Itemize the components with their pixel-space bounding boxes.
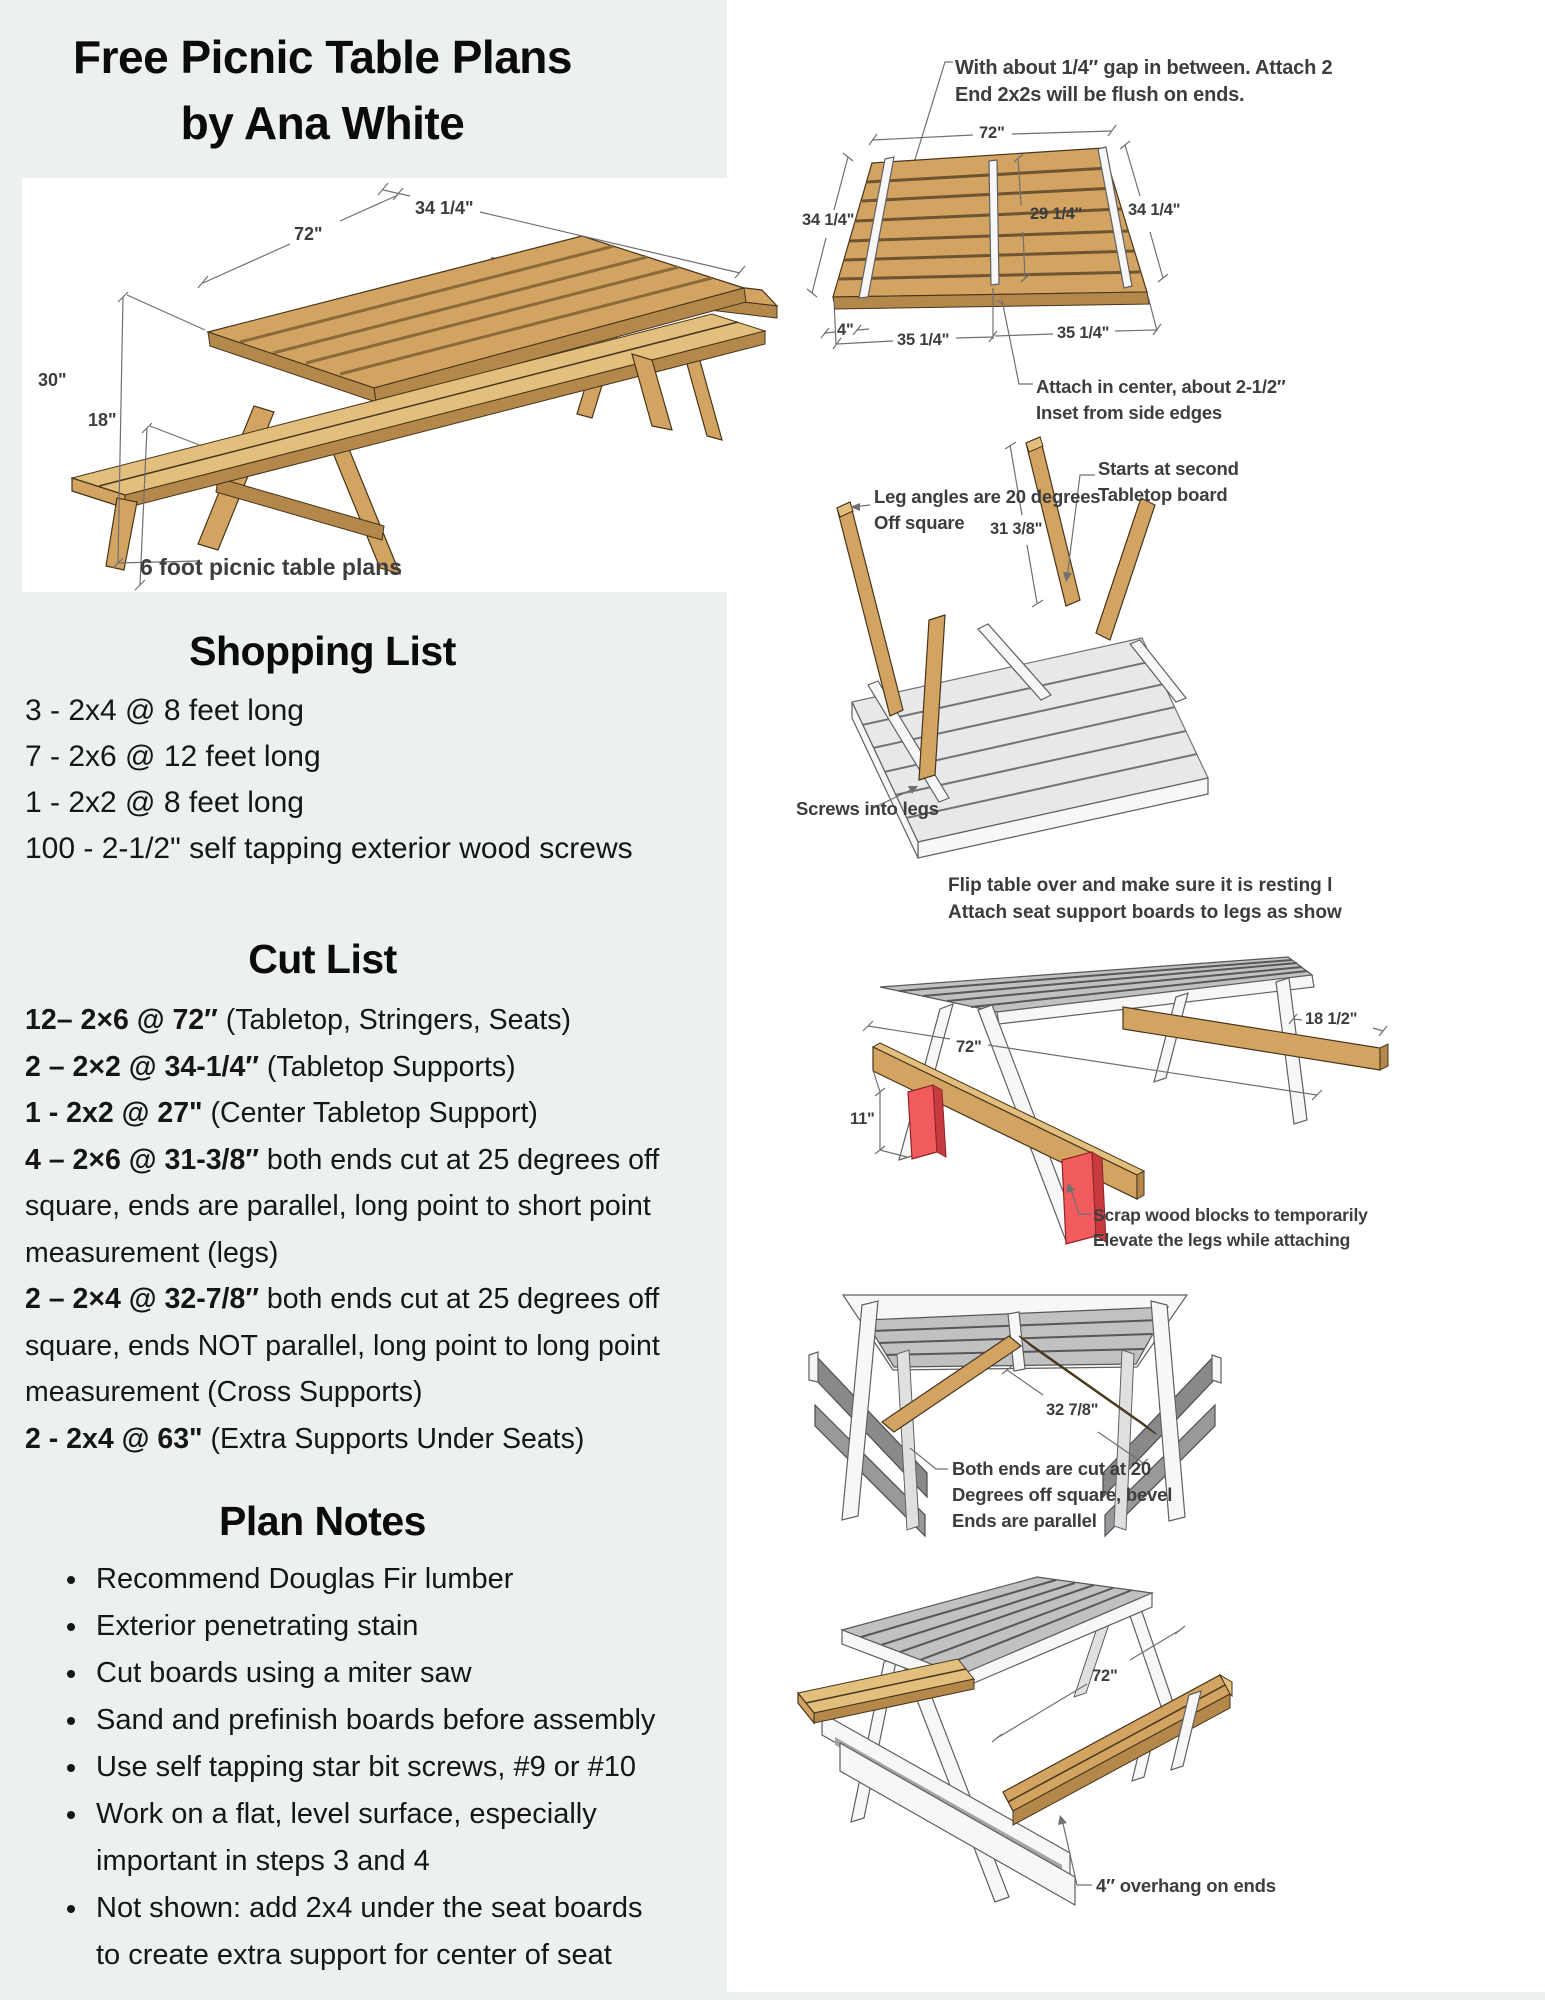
cut-list-heading: Cut List bbox=[248, 936, 397, 982]
page-title-line2: by Ana White bbox=[180, 97, 465, 149]
hero-dim-height: 30" bbox=[38, 370, 67, 390]
diagram-seat-supports: 72" 18 1/2" 11" Scrap wood blocks to tem… bbox=[740, 930, 1545, 1260]
plan-note-item: Work on a flat, level surface, especiall… bbox=[90, 1791, 665, 1885]
note-center-line2: Inset from side edges bbox=[1036, 402, 1222, 423]
note-overhang: 4″ overhang on ends bbox=[1096, 1875, 1276, 1896]
dim-block-height: 11" bbox=[850, 1110, 875, 1128]
hero-dim-seat-height: 18" bbox=[88, 410, 117, 430]
diagram-tabletop-assembly: With about 1/4″ gap in between. Attach 2… bbox=[740, 0, 1545, 423]
dim-center-support: 29 1/4" bbox=[1030, 205, 1083, 223]
diagram-leg-attachment: Leg angles are 20 degrees Off square 31 … bbox=[740, 420, 1545, 900]
note-bevel-line3: Ends are parallel bbox=[952, 1510, 1097, 1531]
cut-item-qty: 4 – 2×6 @ 31-3/8″ both ends cut at 25 de… bbox=[25, 1143, 660, 1269]
dim-seat-support-length: 72" bbox=[956, 1038, 982, 1056]
plan-notes-heading: Plan Notes bbox=[219, 1498, 426, 1544]
cut-item-qty: 1 - 2x2 @ 27" (Center Tabletop Support) bbox=[25, 1097, 538, 1129]
note-bevel-line1: Both ends are cut at 20 bbox=[952, 1458, 1151, 1479]
dim-length-72: 72" bbox=[979, 124, 1005, 142]
diagram-finished-table: 72" 4″ overhang on ends bbox=[740, 1565, 1545, 2000]
cut-item-qty: 2 – 2×4 @ 32-7/8″ both ends cut at 25 de… bbox=[25, 1283, 660, 1408]
seat-supports-illustration bbox=[862, 956, 1389, 1245]
dim-width-left: 34 1/4" bbox=[802, 211, 855, 229]
hero-image: 34 1/4" 72" 30" 18" 6 foot picnic table … bbox=[22, 178, 795, 592]
note-gap-line1: With about 1/4″ gap in between. Attach 2 bbox=[955, 57, 1333, 79]
step3-caption-line1: Flip table over and make sure it is rest… bbox=[948, 875, 1333, 896]
dim-half-right: 35 1/4" bbox=[1057, 324, 1110, 342]
shopping-item: 100 - 2-1/2" self tapping exterior wood … bbox=[25, 832, 633, 865]
dim-cross-support-length: 32 7/8" bbox=[1046, 1401, 1099, 1419]
step3-caption: Flip table over and make sure it is rest… bbox=[948, 872, 1342, 926]
plan-note-item: Sand and prefinish boards before assembl… bbox=[90, 1697, 665, 1744]
dim-seat-inset: 18 1/2" bbox=[1305, 1010, 1358, 1028]
note-center-line1: Attach in center, about 2-1/2″ bbox=[1036, 376, 1286, 397]
page-title: Free Picnic Table Plans by Ana White bbox=[0, 24, 645, 156]
cut-item-qty: 2 - 2x4 @ 63" (Extra Supports Under Seat… bbox=[25, 1422, 585, 1455]
shopping-item: 7 - 2x6 @ 12 feet long bbox=[25, 740, 321, 773]
dim-end-inset: 4" bbox=[837, 321, 854, 339]
note-start-line1: Starts at second bbox=[1098, 458, 1239, 479]
dim-width-right: 34 1/4" bbox=[1128, 201, 1181, 219]
diagram-cross-supports: 32 7/8" Both ends are cut at 20 Degrees … bbox=[740, 1270, 1545, 1580]
plan-note-item: Cut boards using a miter saw bbox=[90, 1650, 665, 1697]
note-scrap-line2: Elevate the legs while attaching bbox=[1093, 1230, 1351, 1250]
shopping-list-heading: Shopping List bbox=[189, 628, 456, 674]
plan-notes-list: Recommend Douglas Fir lumber Exterior pe… bbox=[28, 1556, 665, 1979]
cut-item-qty: 12– 2×6 @ 72″ (Tabletop, Stringers, Seat… bbox=[25, 1004, 572, 1036]
finished-table-illustration bbox=[797, 1576, 1233, 1907]
note-bevel-line2: Degrees off square, bevel bbox=[952, 1484, 1173, 1505]
note-scrap-line1: Scrap wood blocks to temporarily bbox=[1093, 1205, 1368, 1225]
leg-attachment-illustration bbox=[836, 436, 1209, 859]
note-gap-line2: End 2x2s will be flush on ends. bbox=[955, 84, 1245, 106]
diagram-panel: With about 1/4″ gap in between. Attach 2… bbox=[727, 0, 1545, 1992]
note-start-line2: Tabletop board bbox=[1098, 484, 1228, 505]
plan-note-item: Exterior penetrating stain bbox=[90, 1603, 665, 1650]
step3-caption-line2: Attach seat support boards to legs as sh… bbox=[948, 902, 1342, 923]
shopping-item: 3 - 2x4 @ 8 feet long bbox=[25, 694, 304, 727]
cut-list: 12– 2×6 @ 72″ (Tabletop, Stringers, Seat… bbox=[25, 997, 677, 1462]
hero-caption: 6 foot picnic table plans bbox=[140, 554, 402, 580]
hero-dim-width: 34 1/4" bbox=[415, 198, 474, 218]
dim-half-left: 35 1/4" bbox=[897, 331, 950, 349]
dim-finished-length: 72" bbox=[1092, 1667, 1118, 1685]
tabletop-assembly-illustration bbox=[806, 61, 1169, 385]
text-column: Free Picnic Table Plans by Ana White bbox=[0, 0, 795, 2000]
plan-note-item: Recommend Douglas Fir lumber bbox=[90, 1556, 665, 1603]
note-screws: Screws into legs bbox=[796, 798, 939, 819]
cross-supports-illustration bbox=[808, 1294, 1222, 1538]
note-leg-angle-line1: Leg angles are 20 degrees bbox=[874, 486, 1101, 507]
hero-picnic-table-illustration bbox=[70, 182, 779, 591]
plan-note-item: Not shown: add 2x4 under the seat boards… bbox=[90, 1885, 665, 1979]
page-title-line1: Free Picnic Table Plans bbox=[73, 31, 572, 83]
shopping-item: 1 - 2x2 @ 8 feet long bbox=[25, 786, 304, 819]
shopping-list: 3 - 2x4 @ 8 feet long 7 - 2x6 @ 12 feet … bbox=[25, 688, 725, 872]
plan-note-item: Use self tapping star bit screws, #9 or … bbox=[90, 1744, 665, 1791]
note-leg-angle-line2: Off square bbox=[874, 512, 965, 533]
hero-dim-length: 72" bbox=[294, 224, 323, 244]
dim-leg-length: 31 3/8" bbox=[990, 520, 1043, 538]
cut-item-qty: 2 – 2×2 @ 34-1/4″ (Tabletop Supports) bbox=[25, 1050, 516, 1083]
